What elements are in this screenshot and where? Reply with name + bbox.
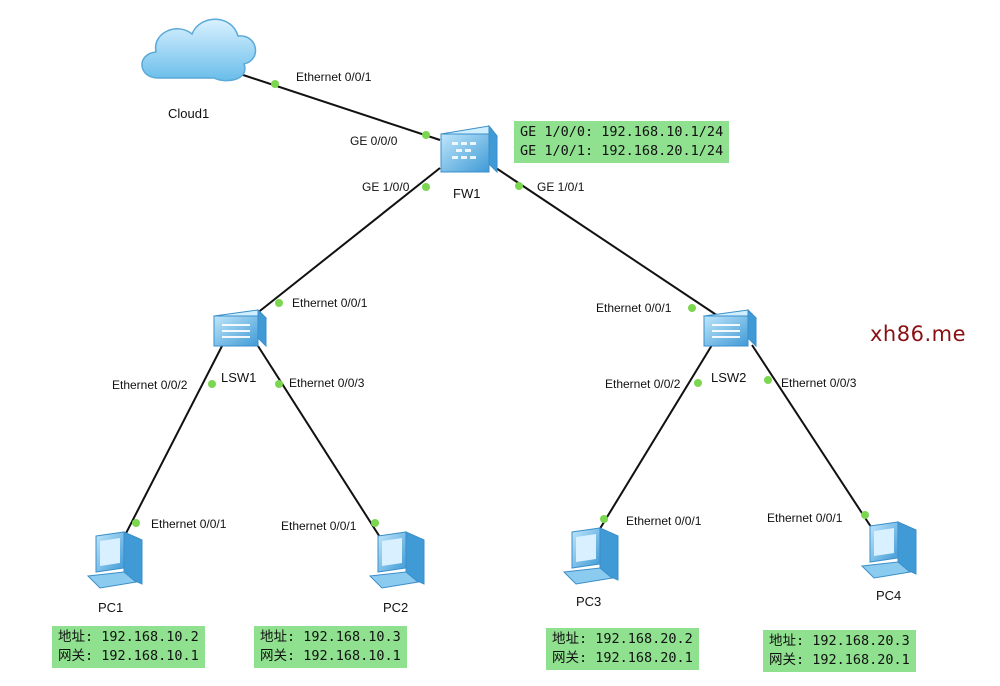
port-dot: [422, 131, 430, 139]
link-lsw1-pc2[interactable]: [257, 345, 386, 546]
device-label-pc4: PC4: [876, 588, 901, 603]
device-label-cloud1: Cloud1: [168, 106, 209, 121]
link-cloud-fw[interactable]: [227, 69, 441, 141]
fw-ip-line: GE 1/0/1: 192.168.20.1/24: [520, 143, 724, 159]
pc-icon[interactable]: [562, 527, 619, 585]
port-label: Ethernet 0/0/1: [626, 514, 702, 528]
pc-address: 地址: 192.168.20.2: [552, 631, 693, 647]
port-label: Ethernet 0/0/1: [767, 511, 843, 525]
link-lsw2-pc3[interactable]: [589, 344, 713, 546]
pc4-ip-info: 地址: 192.168.20.3 网关: 192.168.20.1: [763, 630, 916, 672]
port-dot: [515, 182, 523, 190]
port-label: Ethernet 0/0/1: [596, 301, 672, 315]
cloud-icon[interactable]: [141, 18, 257, 82]
link-lsw2-pc4[interactable]: [751, 344, 876, 534]
port-dot: [764, 376, 772, 384]
fw-ip-line: GE 1/0/0: 192.168.10.1/24: [520, 124, 724, 140]
port-label: GE 1/0/1: [537, 180, 585, 194]
port-label: Ethernet 0/0/1: [296, 70, 372, 84]
port-label: Ethernet 0/0/3: [289, 376, 365, 390]
port-dot: [422, 183, 430, 191]
port-label: Ethernet 0/0/1: [151, 517, 227, 531]
pc-gateway: 网关: 192.168.20.1: [552, 650, 693, 666]
pc-icon[interactable]: [368, 531, 425, 589]
port-label: GE 1/0/0: [362, 180, 410, 194]
link-fw-lsw2[interactable]: [495, 167, 725, 321]
switch-icon[interactable]: [702, 308, 758, 348]
port-label: GE 0/0/0: [350, 134, 398, 148]
port-label: Ethernet 0/0/3: [781, 376, 857, 390]
port-dot: [275, 380, 283, 388]
pc-address: 地址: 192.168.10.3: [260, 629, 401, 645]
device-label-lsw2: LSW2: [711, 370, 746, 385]
port-dot: [371, 519, 379, 527]
pc-gateway: 网关: 192.168.10.1: [58, 648, 199, 664]
pc-gateway: 网关: 192.168.10.1: [260, 648, 401, 664]
device-label-pc1: PC1: [98, 600, 123, 615]
pc-address: 地址: 192.168.20.3: [769, 633, 910, 649]
pc-icon[interactable]: [86, 531, 143, 589]
switch-icon[interactable]: [212, 308, 268, 348]
fw-ip-info: GE 1/0/0: 192.168.10.1/24 GE 1/0/1: 192.…: [514, 121, 730, 163]
device-label-pc2: PC2: [383, 600, 408, 615]
port-label: Ethernet 0/0/2: [112, 378, 188, 392]
port-dot: [600, 515, 608, 523]
device-label-lsw1: LSW1: [221, 370, 256, 385]
port-dot: [271, 80, 279, 88]
watermark-text: xh86.me: [870, 322, 967, 346]
pc-icon[interactable]: [860, 521, 917, 579]
firewall-icon[interactable]: [440, 124, 498, 174]
port-dot: [275, 299, 283, 307]
link-lsw1-pc1[interactable]: [119, 345, 223, 546]
port-dot: [208, 380, 216, 388]
pc-gateway: 网关: 192.168.20.1: [769, 652, 910, 668]
port-dot: [132, 519, 140, 527]
pc3-ip-info: 地址: 192.168.20.2 网关: 192.168.20.1: [546, 628, 699, 670]
port-label: Ethernet 0/0/1: [292, 296, 368, 310]
port-dot: [694, 379, 702, 387]
device-label-fw1: FW1: [453, 186, 480, 201]
device-label-pc3: PC3: [576, 594, 601, 609]
port-dot: [861, 511, 869, 519]
pc1-ip-info: 地址: 192.168.10.2 网关: 192.168.10.1: [52, 626, 205, 668]
link-fw-lsw1[interactable]: [245, 167, 441, 323]
pc2-ip-info: 地址: 192.168.10.3 网关: 192.168.10.1: [254, 626, 407, 668]
port-dot: [688, 304, 696, 312]
pc-address: 地址: 192.168.10.2: [58, 629, 199, 645]
port-label: Ethernet 0/0/1: [281, 519, 357, 533]
port-label: Ethernet 0/0/2: [605, 377, 681, 391]
